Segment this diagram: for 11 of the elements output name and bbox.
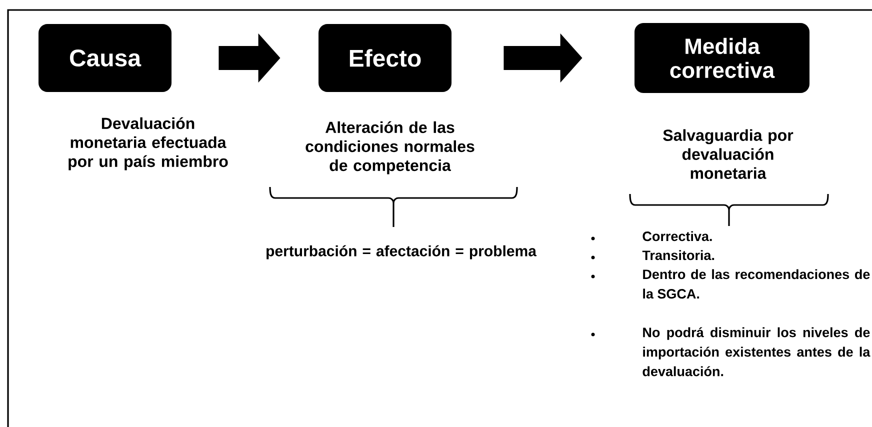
title-box: Medida correctiva	[634, 23, 810, 93]
description-text: Alteración de las condiciones normales de competencia	[306, 121, 474, 174]
description-text: Devaluación monetaria efectuada por un país miembro	[68, 117, 228, 170]
bullet-item: No podrá disminuir los niveles de importación existentes antes de la devaluación.	[642, 327, 870, 376]
note-text: perturbación = afectación = problema	[266, 245, 537, 260]
description-text: Salvaguardia por devaluación monetaria	[663, 129, 794, 179]
title-box: Efecto	[318, 24, 452, 92]
bullet-item: Dentro de las recomendaciones de la SGCA.	[643, 269, 870, 299]
bullet-item: Correctiva.	[642, 231, 712, 242]
bullet-item: Transitoria.	[642, 250, 714, 260]
title-box: Causa	[38, 24, 172, 92]
